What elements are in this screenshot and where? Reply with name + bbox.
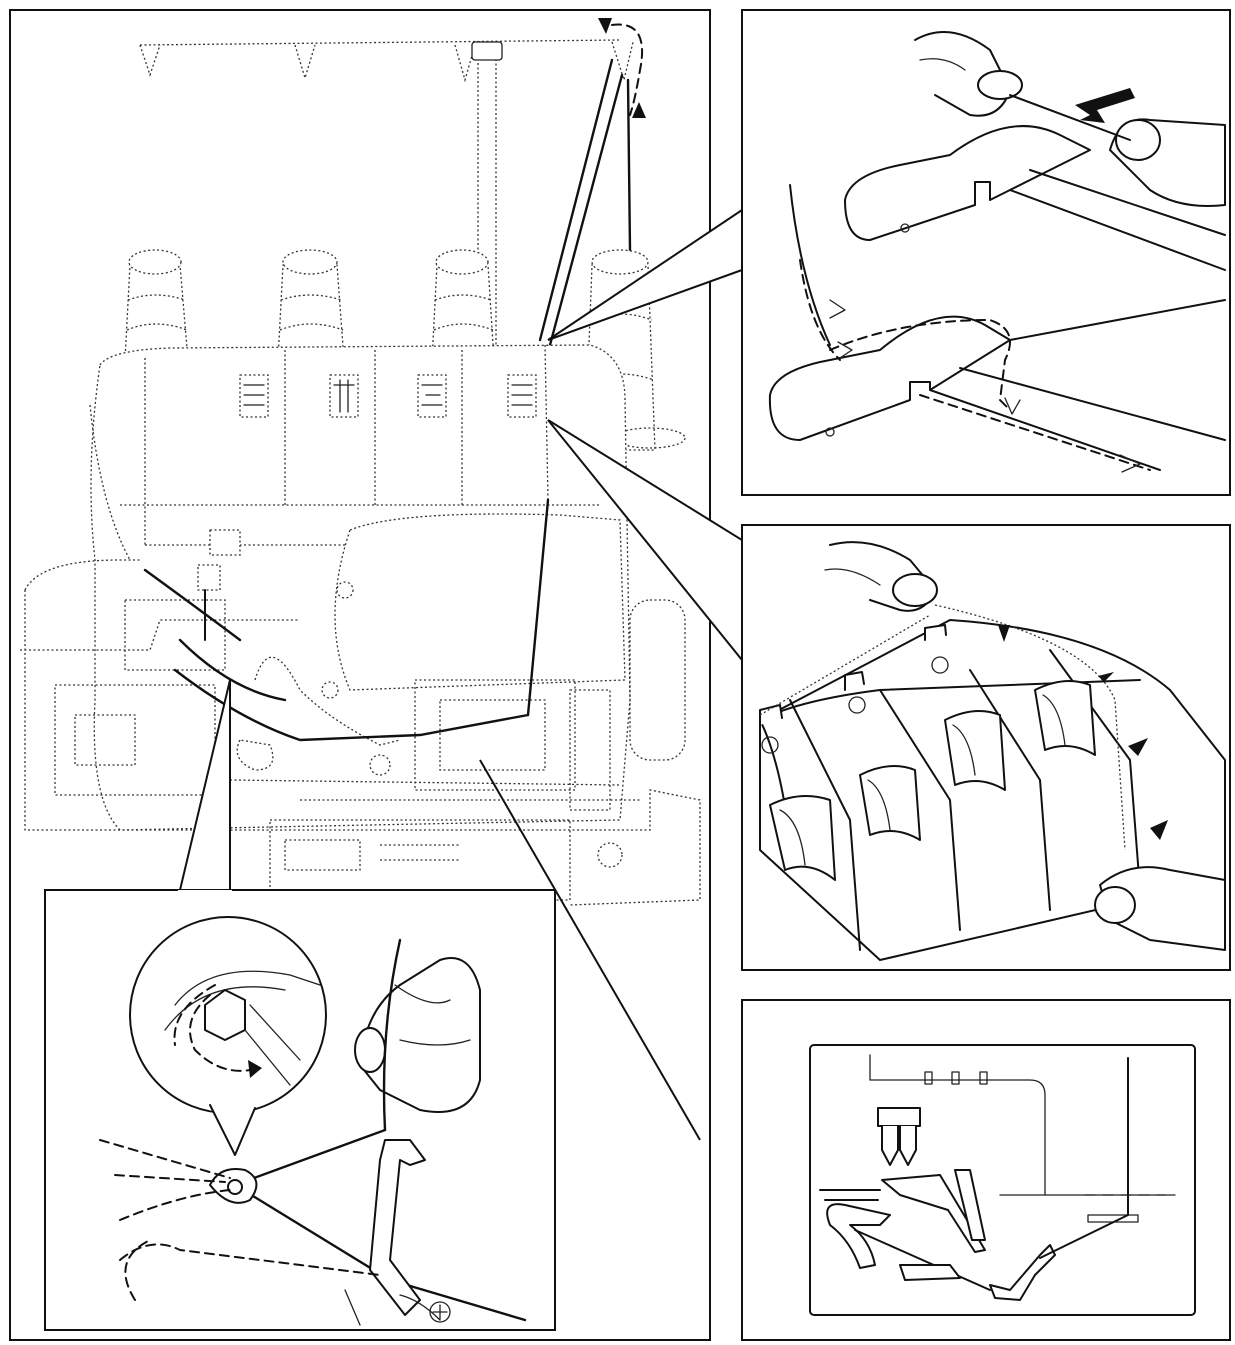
arrow-icon (1075, 88, 1135, 123)
main-panel (9, 9, 743, 1341)
looper-icon (826, 1203, 891, 1269)
hand-icon (824, 541, 938, 612)
hand-icon (1109, 118, 1226, 207)
hand-icon (1094, 866, 1226, 951)
dial-icon (944, 710, 1006, 791)
arrow-icon (248, 1060, 262, 1078)
thread-path-lower (143, 498, 550, 742)
arrow-icon (1004, 397, 1021, 415)
arrow-icon (998, 625, 1010, 642)
dial-icon (507, 374, 537, 418)
dial-icon (859, 765, 921, 841)
arrow-icon (829, 299, 846, 319)
needle-icon (877, 1107, 921, 1166)
looper-icon (369, 1139, 426, 1316)
thread-path-upper (538, 18, 646, 347)
looper-icon (254, 656, 401, 746)
arrow-icon (1128, 738, 1148, 756)
hand-icon (914, 31, 1023, 117)
arrow-icon (1098, 672, 1114, 682)
dial-icon (417, 374, 447, 418)
looper-threading-detail (44, 679, 701, 1331)
dial-icon (239, 374, 269, 418)
dial-icon (1034, 680, 1096, 756)
spool-icon (431, 249, 495, 361)
arrow-icon (837, 341, 853, 359)
thread-guide-detail (741, 9, 1231, 496)
threading-chart-detail (741, 999, 1231, 1341)
arrow-icon (632, 102, 646, 118)
looper-icon (881, 1174, 986, 1253)
arrow-icon (1150, 820, 1168, 840)
arrow-icon (1119, 454, 1141, 473)
tension-dials-detail (741, 524, 1231, 971)
spool-icon (124, 249, 189, 361)
spool-icon (277, 249, 345, 361)
arrow-icon (598, 18, 612, 34)
dial-icon (769, 795, 836, 881)
dial-icon (329, 374, 359, 418)
